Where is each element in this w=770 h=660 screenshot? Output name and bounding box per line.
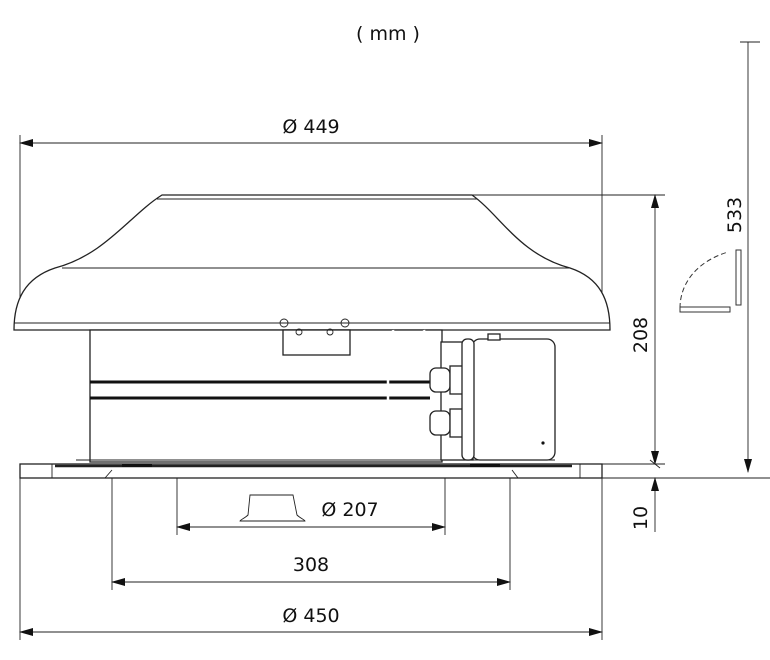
base-diameter-dimension: Ø 450 — [19, 478, 603, 640]
body-height-label: 208 — [630, 317, 652, 353]
base-diameter-label: Ø 450 — [282, 605, 339, 627]
fan-outline — [13, 194, 611, 479]
total-height-label: 533 — [724, 197, 746, 233]
duct-diameter-dimension: Ø 207 — [176, 478, 446, 535]
duct-icon — [239, 494, 306, 522]
duct-diameter-label: Ø 207 — [321, 499, 378, 521]
open-hood-icon — [679, 249, 742, 313]
unit-label: ( mm ) — [356, 23, 420, 45]
base-thickness-label: 10 — [630, 506, 652, 530]
hood-diameter-label: Ø 449 — [282, 116, 339, 138]
total-height-dimension: 533 — [602, 41, 770, 479]
base-thickness-dimension: 10 — [630, 459, 661, 532]
bolt-spacing-dimension: 308 — [111, 478, 511, 590]
body-height-dimension: 208 — [472, 194, 665, 465]
bolt-spacing-label: 308 — [293, 554, 329, 576]
